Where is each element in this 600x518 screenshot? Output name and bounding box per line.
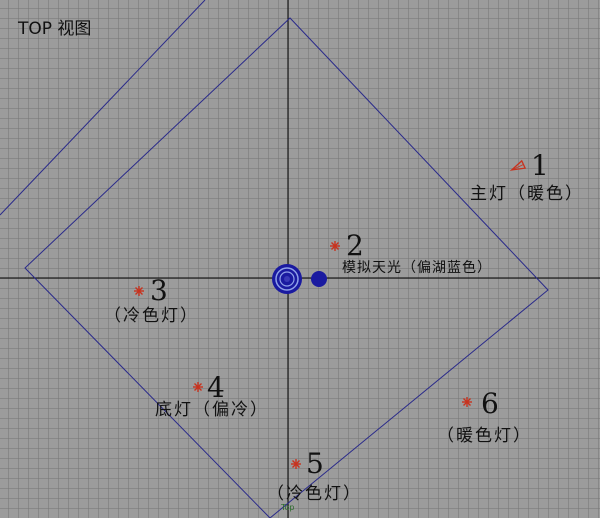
center-object-core xyxy=(284,276,290,282)
omni-light-3-icon[interactable] xyxy=(132,284,146,298)
light-1-label: 主灯（暖色） xyxy=(470,184,584,204)
camera-tag: Top xyxy=(281,503,295,512)
light-2-number: 2 xyxy=(346,229,364,262)
camera-frustum-line[interactable] xyxy=(0,0,206,216)
omni-light-2-icon[interactable] xyxy=(328,239,342,253)
center-object-ring-2 xyxy=(275,267,299,291)
light-5-number: 5 xyxy=(306,447,324,480)
center-object[interactable] xyxy=(272,264,302,294)
omni-light-5-icon[interactable] xyxy=(289,457,303,471)
center-object-ring-3 xyxy=(279,271,295,287)
light-2-label: 模拟天光（偏湖蓝色） xyxy=(342,260,492,276)
light-4-number: 4 xyxy=(207,371,225,404)
camera-target-icon[interactable] xyxy=(311,271,327,287)
light-3-number: 3 xyxy=(150,274,168,307)
light-4-label: 底灯（偏冷） xyxy=(155,400,269,420)
light-6-number: 6 xyxy=(481,387,499,420)
light-5-label: （冷色灯） xyxy=(267,484,362,504)
scene-bounds-square[interactable] xyxy=(24,17,549,518)
light-1-number: 1 xyxy=(531,149,549,182)
light-3-label: （冷色灯） xyxy=(104,306,199,326)
omni-light-4-icon[interactable] xyxy=(191,380,205,394)
viewport-title[interactable]: TOP 视图 xyxy=(18,19,92,39)
omni-light-6-icon[interactable] xyxy=(460,395,474,409)
spotlight-cone-icon[interactable] xyxy=(509,159,527,174)
light-6-label: （暖色灯） xyxy=(437,426,532,446)
